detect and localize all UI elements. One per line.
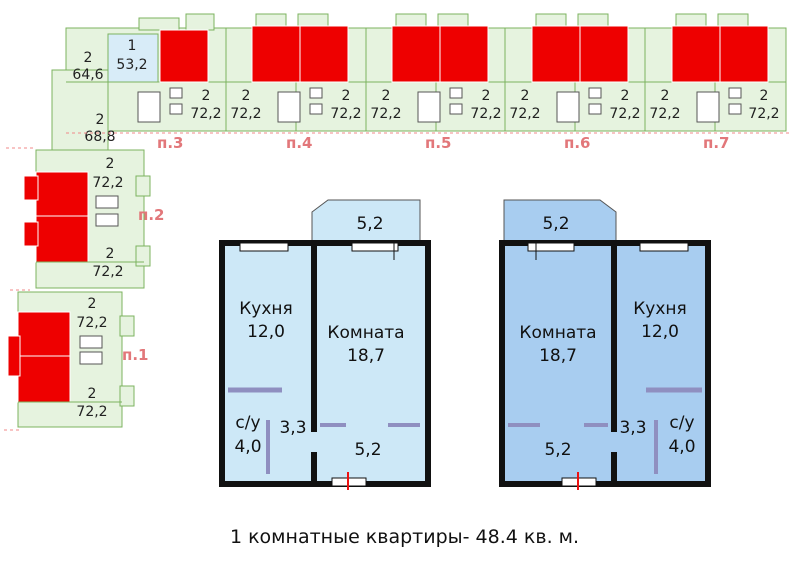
apartment-right-floor bbox=[502, 246, 708, 482]
unit-label: 2 bbox=[242, 88, 251, 104]
highlighted-units-top bbox=[159, 25, 769, 83]
balcony-small bbox=[138, 17, 180, 31]
unit-area: 72,2 bbox=[748, 106, 779, 122]
apartment-plan-left: 5,2 Кухня 12,0 Комната 18,7 с/у 4,0 3,3 … bbox=[219, 199, 431, 490]
room-area: 18,7 bbox=[347, 346, 385, 366]
left-unit-labels: 2 72,2 2 72,2 2 72,2 2 72,2 bbox=[76, 156, 123, 420]
unit-area: 72,2 bbox=[649, 106, 680, 122]
section-label-3: п.3 bbox=[157, 134, 184, 152]
apartment-left-floor bbox=[222, 246, 428, 482]
unit-area: 72,2 bbox=[470, 106, 501, 122]
room-label: Комната bbox=[519, 323, 596, 343]
section-labels: п.1 п.2 п.3 п.4 п.5 п.6 п.7 bbox=[122, 134, 730, 364]
unit-label: 2 bbox=[88, 296, 97, 312]
corridor-area: 3,3 bbox=[279, 418, 306, 438]
unit-area: 72,2 bbox=[509, 106, 540, 122]
bath-label: с/у bbox=[669, 413, 694, 433]
corridor-area: 3,3 bbox=[619, 418, 646, 438]
unit-area: 72,2 bbox=[92, 175, 123, 191]
balcony-area: 5,2 bbox=[542, 214, 569, 234]
room-label: Комната bbox=[327, 323, 404, 343]
unit-label: 2 bbox=[482, 88, 491, 104]
unit-area: 72,2 bbox=[609, 106, 640, 122]
unit-area: 72,2 bbox=[92, 264, 123, 280]
unit-area: 72,2 bbox=[76, 404, 107, 420]
section-label-1: п.1 bbox=[122, 346, 149, 364]
section-label-5: п.5 bbox=[425, 134, 452, 152]
unit-area: 72,2 bbox=[76, 315, 107, 331]
unit-label: 2 bbox=[84, 50, 93, 66]
top-unit-labels: 2 64,6 1 53,2 2 68,8 2 72,2 2 72,2 2 72,… bbox=[72, 38, 779, 145]
unit-area: 72,2 bbox=[190, 106, 221, 122]
section-label-2: п.2 bbox=[138, 206, 165, 224]
unit-label: 2 bbox=[342, 88, 351, 104]
section-label-4: п.4 bbox=[286, 134, 313, 152]
unit-label: 1 bbox=[128, 38, 137, 54]
kitchen-area: 12,0 bbox=[247, 322, 285, 342]
unit-area: 68,8 bbox=[84, 129, 115, 145]
room-area: 18,7 bbox=[539, 346, 577, 366]
kitchen-label: Кухня bbox=[239, 299, 293, 319]
balcony-area: 5,2 bbox=[356, 214, 383, 234]
unit-label: 2 bbox=[106, 246, 115, 262]
unit-label: 2 bbox=[88, 386, 97, 402]
unit-area: 72,2 bbox=[370, 106, 401, 122]
unit-area: 64,6 bbox=[72, 67, 103, 83]
apartment-plan-right: 5,2 Кухня 12,0 Комната 18,7 с/у 4,0 3,3 … bbox=[499, 199, 711, 490]
balcony-right bbox=[503, 199, 617, 247]
corner-wing bbox=[51, 69, 109, 151]
unit-label: 2 bbox=[760, 88, 769, 104]
section-lines bbox=[4, 132, 790, 431]
left-bays bbox=[18, 175, 151, 407]
unit-label: 2 bbox=[621, 88, 630, 104]
stair-cores bbox=[79, 87, 742, 365]
hall-area: 5,2 bbox=[354, 440, 381, 460]
unit-area: 53,2 bbox=[116, 57, 147, 73]
bath-area: 4,0 bbox=[668, 437, 695, 457]
highlighted-units-left bbox=[7, 171, 89, 403]
unit-label: 2 bbox=[106, 156, 115, 172]
unit-label: 2 bbox=[661, 88, 670, 104]
unit-label: 2 bbox=[96, 112, 105, 128]
section-label-6: п.6 bbox=[564, 134, 591, 152]
unit-area: 72,2 bbox=[230, 106, 261, 122]
section-label-7: п.7 bbox=[703, 134, 730, 152]
bath-label: с/у bbox=[235, 413, 260, 433]
unit-area: 72,2 bbox=[330, 106, 361, 122]
unit-label: 2 bbox=[202, 88, 211, 104]
kitchen-area: 12,0 bbox=[641, 322, 679, 342]
bath-area: 4,0 bbox=[234, 437, 261, 457]
unit-label: 2 bbox=[382, 88, 391, 104]
unit-label: 2 bbox=[521, 88, 530, 104]
kitchen-label: Кухня bbox=[633, 299, 687, 319]
caption: 1 комнатные квартиры- 48.4 кв. м. bbox=[229, 526, 580, 548]
hall-area: 5,2 bbox=[544, 440, 571, 460]
